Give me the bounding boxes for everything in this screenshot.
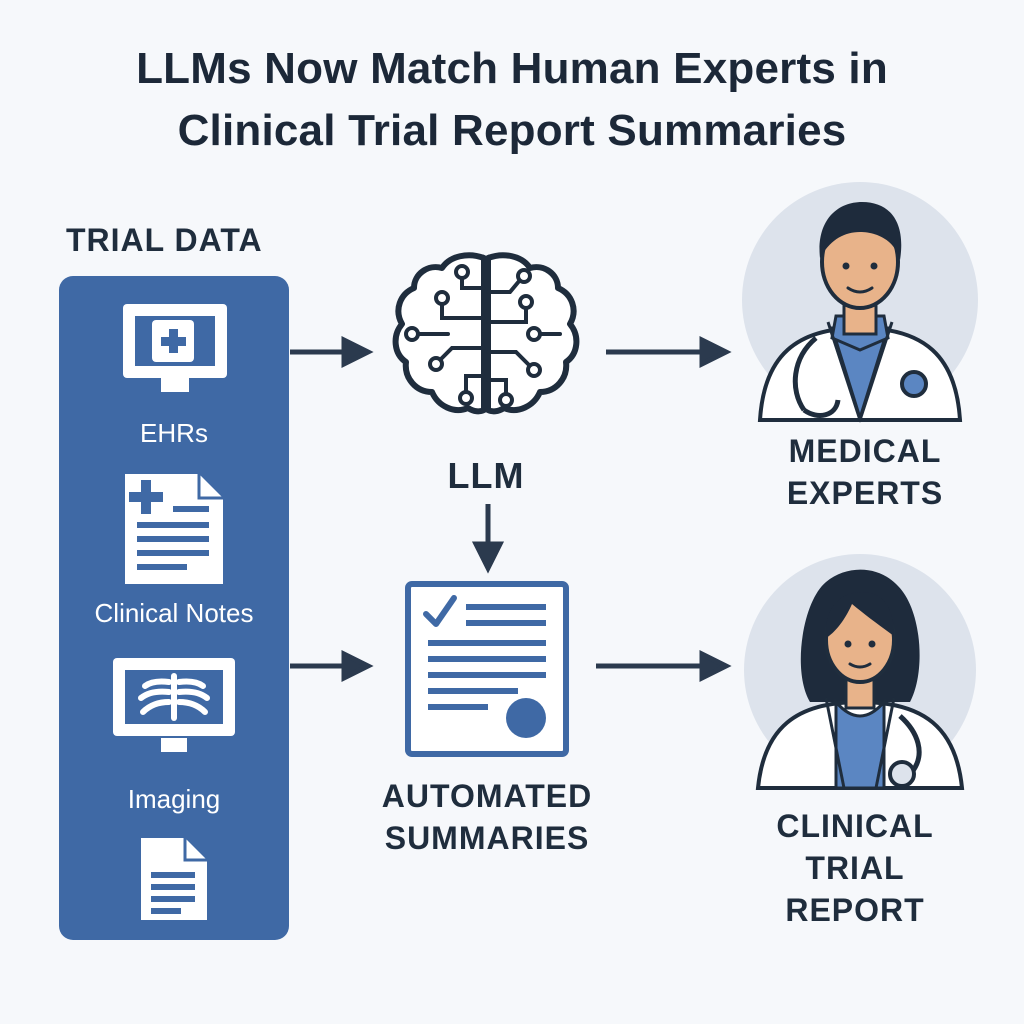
automated-summaries-label: AUTOMATED SUMMARIES [356,775,618,859]
male-doctor-avatar [742,182,978,424]
brain-circuit-icon [392,252,580,415]
source-label-imaging: Imaging [127,784,221,814]
checklist-report-icon [405,581,569,757]
female-doctor-avatar [744,554,976,790]
summaries-line-2: SUMMARIES [384,820,590,856]
report-line-2: TRIAL [805,850,905,886]
source-label-ehrs: EHRs [140,418,208,448]
experts-line-1: MEDICAL [788,433,942,469]
monitor-medical-cross-icon [123,304,227,392]
medical-experts-label: MEDICAL EXPERTS [760,430,970,514]
experts-line-2: EXPERTS [786,475,944,511]
document-icon [141,838,207,920]
summaries-line-1: AUTOMATED [381,778,593,814]
title-line-2: Clinical Trial Report Summaries [177,106,847,155]
report-line-3: REPORT [785,892,925,928]
trial-data-panel: EHRs Clinical Notes Imaging [59,276,289,940]
title-line-1: LLMs Now Match Human Experts in [136,44,888,93]
llm-label: LLM [447,455,525,496]
report-line-1: CLINICAL [776,808,934,844]
trial-data-label: TRIAL DATA [66,222,263,258]
source-label-clinical-notes: Clinical Notes [94,598,254,628]
medical-document-icon [125,474,223,584]
xray-monitor-icon [113,658,235,752]
clinical-trial-report-label: CLINICAL TRIAL REPORT [745,805,965,931]
page-title: LLMs Now Match Human Experts in Clinical… [0,38,1024,162]
